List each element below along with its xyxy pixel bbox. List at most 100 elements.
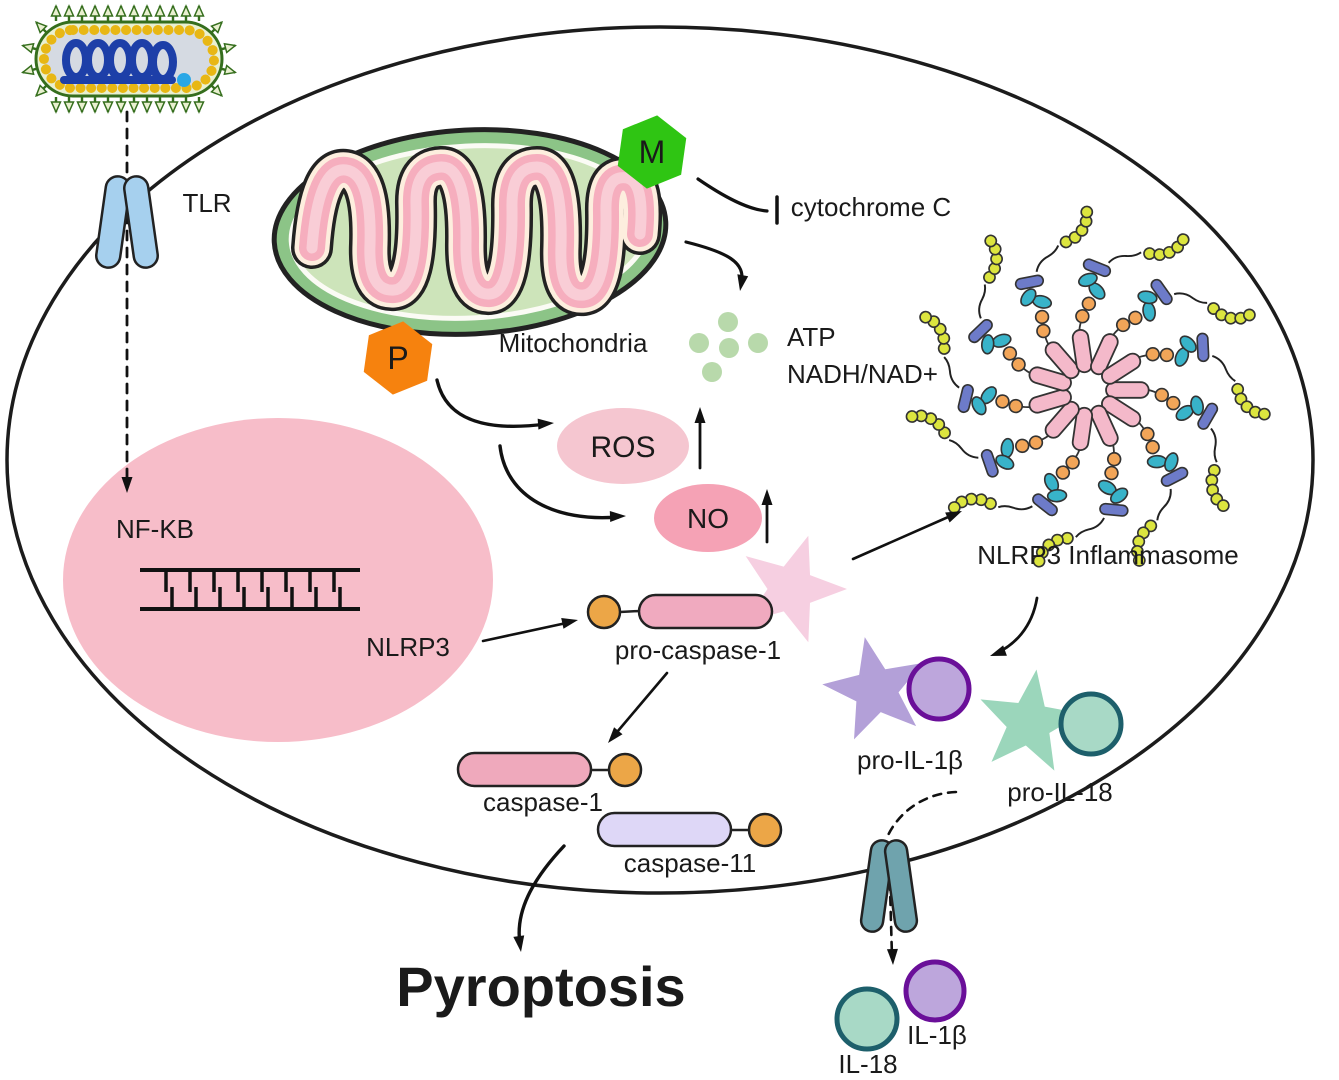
atp-dot <box>719 338 739 358</box>
arrowhead <box>945 511 962 523</box>
arrowhead <box>21 42 35 54</box>
caspase-11-card-domain <box>747 812 783 848</box>
pathway-arrows <box>121 110 1039 965</box>
tlr-receptor-icon <box>95 175 159 269</box>
tlr-right-subunit <box>123 175 159 269</box>
arrowhead <box>115 101 127 114</box>
inflammasome-arm <box>1014 205 1094 380</box>
pro-caspase-1-card-domain <box>586 594 622 630</box>
arrow-line <box>610 671 669 740</box>
spoke-capsule <box>1090 404 1119 447</box>
spoke-capsule <box>1044 400 1080 439</box>
arrowhead <box>154 4 166 17</box>
yellow-bead <box>1032 554 1046 568</box>
caspase-1-body <box>456 751 593 788</box>
arm-tail <box>1075 517 1105 538</box>
atp-dot <box>748 333 768 353</box>
arrow-line <box>498 444 620 520</box>
spoke-capsule <box>1101 352 1142 385</box>
il-18-label: IL-18 <box>838 1049 897 1079</box>
arm-tail <box>1035 245 1060 273</box>
arm-tail <box>1156 488 1172 521</box>
arrowhead <box>76 101 88 114</box>
arrowhead <box>513 935 525 952</box>
membrane-channel-icon <box>859 839 919 933</box>
channel-right-subunit <box>883 839 919 933</box>
yellow-bead <box>919 310 933 324</box>
il-1b-label: IL-1β <box>907 1020 967 1050</box>
inflammasome-arm <box>1090 278 1256 376</box>
arm-tail <box>1173 292 1208 304</box>
pro-il-1b-molecule <box>822 637 972 740</box>
pro-il-18-star <box>980 669 1083 771</box>
purple-star-icon <box>822 637 923 740</box>
arrowhead <box>167 4 179 17</box>
pathogen-icon <box>21 4 237 114</box>
inflammasome-arm <box>968 234 1072 392</box>
teal-oval <box>1164 452 1179 472</box>
blue-capsule <box>1160 466 1189 487</box>
arrowhead <box>193 101 205 114</box>
arm-tail <box>978 284 987 319</box>
activation-star-icon <box>745 535 847 643</box>
pro-il-18-label: pro-IL-18 <box>1007 777 1113 807</box>
arm-tail <box>943 356 960 389</box>
arrowhead <box>167 101 179 114</box>
arrowhead <box>121 477 133 493</box>
caspase-11-label: caspase-11 <box>624 848 757 878</box>
orange-bead <box>1015 438 1030 454</box>
arrowhead <box>154 101 166 114</box>
pale-pink-star-icon <box>745 535 847 643</box>
arrowhead <box>608 727 623 743</box>
arrow-line <box>481 620 573 643</box>
nucleus <box>63 418 493 742</box>
orange-bead <box>1075 309 1090 324</box>
blue-capsule <box>968 319 993 344</box>
teal-oval <box>1046 488 1068 503</box>
teal-oval <box>1179 335 1197 353</box>
arrowhead <box>102 101 114 114</box>
orange-bead <box>1104 465 1119 481</box>
inflammasome-arm <box>1101 395 1189 567</box>
yellow-bead <box>914 409 928 423</box>
caspase-1-molecule <box>456 751 643 788</box>
teal-oval <box>1109 487 1129 504</box>
teal-oval <box>980 334 995 355</box>
arrowhead <box>609 511 626 523</box>
arrowhead <box>115 4 127 17</box>
pro-il-18-circle <box>1058 691 1124 757</box>
arrow-line <box>851 512 957 561</box>
arrowhead <box>141 4 153 17</box>
orange-bead <box>1140 426 1155 442</box>
m-badge-label: M <box>639 134 666 170</box>
blue-capsule <box>957 384 974 414</box>
cytochrome-c-label: cytochrome C <box>791 192 951 222</box>
pro-caspase-1-linker <box>619 609 640 614</box>
atp-dot <box>702 362 722 382</box>
tlr-left-subunit <box>95 175 131 269</box>
arrowhead <box>561 617 578 629</box>
blue-capsule <box>1099 502 1129 517</box>
genome-end-dot <box>177 73 191 87</box>
dna-strand-illustration <box>140 568 360 611</box>
arrowhead <box>761 489 773 505</box>
arrow-line <box>435 378 548 428</box>
arrowhead <box>223 42 237 54</box>
blue-capsule <box>1082 258 1112 278</box>
arrowhead <box>180 4 192 17</box>
hexagon <box>617 115 687 189</box>
p-badge-label: P <box>387 340 408 376</box>
inflammasome-label: NLRP3 Inflammasome <box>977 540 1239 570</box>
inflammasome-arm <box>1105 381 1230 513</box>
m-hexagon-badge <box>617 115 687 189</box>
arrowhead <box>210 20 224 34</box>
pyroptosis-title: Pyroptosis <box>396 955 685 1018</box>
ros-label: ROS <box>590 431 655 464</box>
orange-bead <box>1166 395 1181 411</box>
blue-capsule <box>1032 493 1058 517</box>
orange-bead <box>995 394 1010 409</box>
pathogen-spikes <box>21 4 237 114</box>
no-label: NO <box>687 503 729 534</box>
pro-il-1b-star <box>822 637 923 740</box>
